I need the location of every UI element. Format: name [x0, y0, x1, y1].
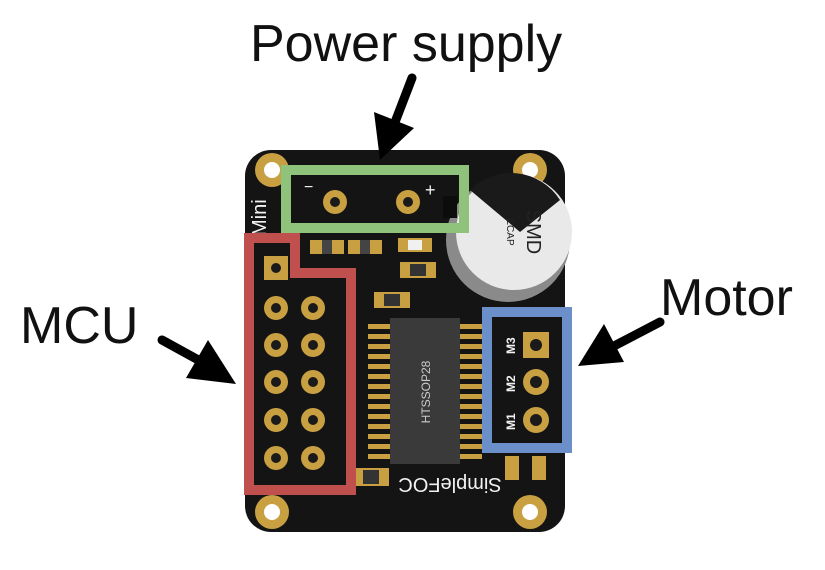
chip-pin [368, 454, 390, 459]
motor-label-m1: M1 [504, 413, 518, 430]
chip-pin [460, 434, 482, 439]
board-name-mini: Mini [249, 199, 271, 236]
chip-pin [460, 364, 482, 369]
chip-pin [368, 434, 390, 439]
chip-pin [368, 384, 390, 389]
arrow-power [374, 78, 414, 160]
chip-pin [460, 324, 482, 329]
chip-pin [368, 324, 390, 329]
header-pin-hole [308, 415, 318, 425]
chip-pin [368, 344, 390, 349]
chip-pin [368, 374, 390, 379]
header-pin-hole [308, 340, 318, 350]
chip-pin [368, 364, 390, 369]
header-pin-hole [271, 263, 281, 273]
chip-pin [368, 424, 390, 429]
header-pin-hole [308, 303, 318, 313]
label-power-supply: Power supply [250, 18, 562, 70]
chip-pin [460, 344, 482, 349]
brand-label: SimpleFOC [398, 473, 501, 495]
chip-pin [460, 404, 482, 409]
chip-pin [460, 454, 482, 459]
chip-pin [368, 354, 390, 359]
header-pin-hole [271, 303, 281, 313]
chip-pin [460, 394, 482, 399]
minus-marker: − [304, 179, 313, 196]
label-motor: Motor [660, 272, 793, 324]
motor-connector: M3 M2 M1 [504, 332, 549, 433]
chip-pin [460, 374, 482, 379]
chip-label: HTSSOP28 [419, 360, 433, 423]
chip-pin [460, 334, 482, 339]
arrow-motor [578, 322, 660, 366]
motor-label-m3: M3 [504, 337, 518, 354]
chip-pin [460, 354, 482, 359]
label-mcu: MCU [20, 300, 138, 352]
header-pin-hole [271, 340, 281, 350]
cap-text-smd: SMD [522, 210, 544, 254]
chip-pin [368, 444, 390, 449]
motor-label-m2: M2 [504, 375, 518, 392]
header-pin-hole [308, 453, 318, 463]
header-pin-hole [271, 415, 281, 425]
chip-pin [460, 414, 482, 419]
chip-pin [368, 334, 390, 339]
plus-marker: + [425, 180, 436, 200]
chip-pin [460, 444, 482, 449]
header-pin-hole [308, 377, 318, 387]
chip-pin [368, 414, 390, 419]
chip-pin [460, 384, 482, 389]
chip-pin [368, 404, 390, 409]
header-pin-hole [271, 377, 281, 387]
chip-pin [368, 394, 390, 399]
cap-text-ecap: ECAP [504, 218, 515, 246]
header-pin-hole [271, 453, 281, 463]
arrow-mcu [162, 340, 236, 384]
chip-pin [460, 424, 482, 429]
